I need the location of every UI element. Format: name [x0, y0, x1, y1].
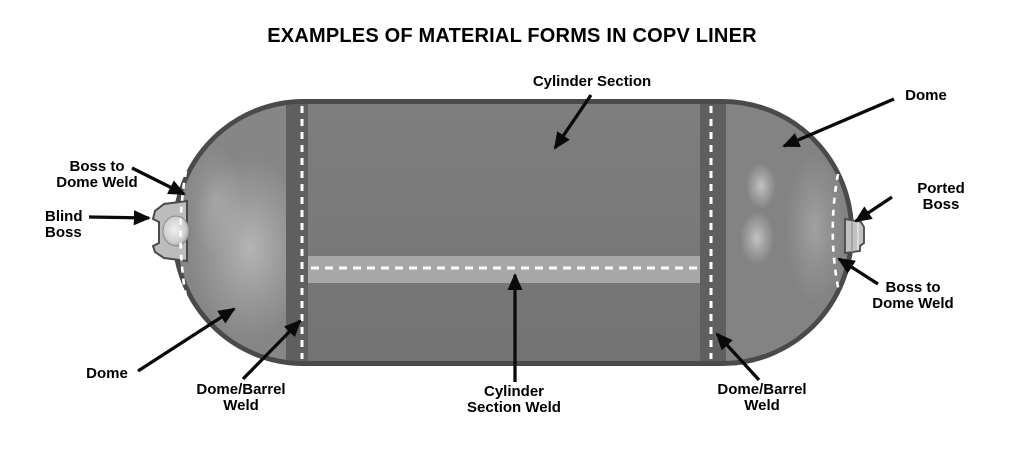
arrow-dome-barrel-weld-right	[715, 332, 761, 382]
arrow-ported-boss	[854, 195, 893, 223]
label-cylinder-section-weld: Cylinder Section Weld	[467, 383, 561, 416]
arrow-cylinder-section	[553, 94, 593, 150]
label-boss-to-dome-weld-right: Boss to Dome Weld	[872, 279, 954, 312]
left-dome-highlight-2	[185, 145, 245, 255]
arrow-boss-to-dome-weld-left	[131, 166, 186, 196]
page-title: EXAMPLES OF MATERIAL FORMS IN COPV LINER	[267, 25, 757, 47]
right-dome-highlight-2	[746, 163, 776, 209]
dome-barrel-weld-band-left	[286, 104, 308, 361]
blind-boss-shape	[151, 199, 190, 263]
cylinder-section-weld-band	[308, 256, 700, 283]
label-dome-barrel-weld-right: Dome/Barrel Weld	[717, 381, 807, 414]
label-blind-boss: Blind Boss	[45, 208, 83, 241]
arrow-dome-top-right	[782, 97, 895, 148]
label-dome-bottom-left: Dome	[86, 365, 128, 382]
leader-arrows	[88, 94, 895, 382]
right-dome-highlight	[785, 153, 845, 303]
boss-to-dome-weld-arc-right	[831, 173, 841, 293]
label-dome-barrel-weld-left: Dome/Barrel Weld	[196, 381, 286, 414]
label-cylinder-section: Cylinder Section	[532, 73, 652, 90]
arrow-dome-bottom-left	[137, 307, 236, 373]
ported-boss-shape	[844, 217, 865, 255]
dome-barrel-weld-band-right	[700, 104, 726, 361]
arrow-boss-to-dome-weld-right	[837, 257, 879, 286]
arrow-blind-boss	[88, 210, 151, 226]
label-ported-boss: Ported Boss	[917, 180, 965, 213]
label-boss-to-dome-weld-left: Boss to Dome Weld	[56, 158, 138, 191]
right-dome-highlight-3	[740, 211, 774, 265]
arrow-dome-barrel-weld-left	[241, 319, 302, 381]
label-dome-top-right: Dome	[905, 87, 947, 104]
